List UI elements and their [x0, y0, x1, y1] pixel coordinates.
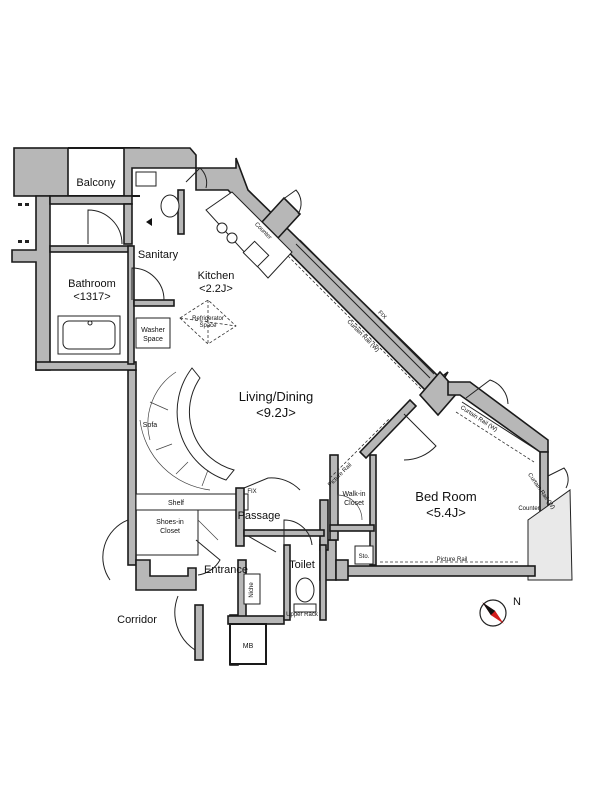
- door-toilet: [283, 519, 313, 546]
- label-bathroom: Bathroom: [68, 278, 116, 290]
- label-refrigerator-space: Space: [199, 323, 217, 329]
- marker-arrow-icon: [146, 218, 152, 226]
- room-labels: Balcony Sanitary Bathroom <1317> Washer …: [68, 177, 477, 650]
- label-toilet: Toilet: [289, 559, 315, 571]
- label-counter-bedroom: Counter: [518, 506, 539, 512]
- door-bedroom: [403, 413, 437, 461]
- label-niche: Niche: [249, 582, 255, 598]
- door-walk-in: [337, 494, 363, 521]
- door-bedroom-side: [547, 467, 569, 489]
- label-kitchen: Kitchen: [198, 270, 235, 282]
- compass-ring: [479, 599, 507, 627]
- label-sanitary: Sanitary: [138, 249, 179, 261]
- label-walk-in-closet: Closet: [344, 500, 364, 507]
- door-corridor-left: [102, 519, 129, 581]
- label-balcony: Balcony: [76, 177, 116, 189]
- label-sofa: Sofa: [143, 422, 158, 429]
- door-entrance: [174, 595, 196, 651]
- sanitary-toilet: [160, 194, 180, 218]
- label-washer-space: Space: [143, 336, 163, 343]
- niche: [243, 573, 261, 605]
- door-bathroom: [131, 267, 165, 301]
- label-picture-rail-bedroom: Picture Rail: [437, 557, 468, 563]
- label-living-dining: Living/Dining: [239, 389, 313, 404]
- label-fix-window: FIX: [376, 310, 387, 321]
- door-bedroom-window: [465, 379, 509, 405]
- washer-box: [135, 317, 171, 349]
- label-shelf: Shelf: [168, 500, 184, 507]
- fixtures: [57, 171, 317, 613]
- label-bathroom-size: <1317>: [73, 291, 110, 303]
- sanitary-sink: [135, 171, 157, 187]
- label-sto: Sto.: [359, 554, 370, 560]
- interior-walls: [49, 189, 418, 621]
- door-sanitary-top: [185, 167, 208, 189]
- windows: [287, 239, 541, 563]
- compass-north-label: N: [513, 596, 521, 608]
- door-passage: [243, 477, 301, 491]
- doors: [87, 167, 569, 651]
- label-living-dining-size: <9.2J>: [256, 405, 296, 420]
- door-shoes-closet: [195, 539, 221, 576]
- label-shoes-closet: Closet: [160, 528, 180, 535]
- exterior-walls: [11, 147, 573, 666]
- label-bed-room-size: <5.4J>: [426, 505, 466, 520]
- label-upper-rack: Upper Rack: [286, 612, 319, 618]
- label-corridor: Corridor: [117, 614, 157, 626]
- compass: N: [479, 596, 521, 627]
- door-balcony: [87, 209, 123, 245]
- label-kitchen-size: <2.2J>: [199, 283, 233, 295]
- toilet-bowl: [295, 577, 315, 603]
- label-bed-room: Bed Room: [415, 489, 476, 504]
- label-passage: Passage: [238, 510, 281, 522]
- label-refrigerator: Refrigerator: [192, 316, 224, 322]
- sofa: [176, 367, 235, 481]
- label-shoes-in: Shoes-in: [156, 519, 184, 526]
- door-kitchen-window: [281, 189, 302, 215]
- label-washer: Washer: [141, 327, 166, 334]
- label-mb: MB: [243, 643, 254, 650]
- label-fix-passage: FIX: [247, 489, 256, 495]
- label-walk-in: Walk-in: [342, 491, 365, 498]
- label-entrance: Entrance: [204, 564, 248, 576]
- structural-column: [13, 147, 69, 197]
